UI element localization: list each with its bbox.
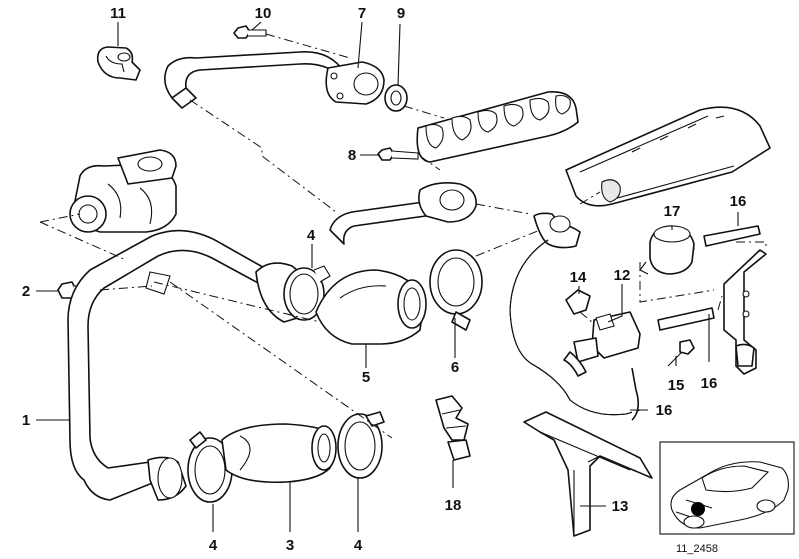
vacuum-line-right <box>723 249 767 375</box>
callout-4-lower-right: 4 <box>354 537 363 554</box>
egr-pipe-lower <box>329 182 477 245</box>
part-3-hose <box>221 423 337 484</box>
part-4-clamp-upper <box>255 262 331 323</box>
callouts: 11 10 7 9 8 2 4 1 5 6 14 12 17 16 16 15 … <box>22 5 747 554</box>
leader-lines <box>36 21 739 532</box>
part-18-clip <box>435 395 471 461</box>
callout-11: 11 <box>110 5 126 22</box>
reference-code: 11_2458 <box>676 543 718 555</box>
callout-6: 6 <box>451 359 459 376</box>
callout-18: 18 <box>445 497 462 514</box>
location-marker <box>691 502 705 516</box>
exhaust-manifold <box>416 91 579 163</box>
callout-5: 5 <box>362 369 370 386</box>
part-16-hose-upper <box>703 225 761 247</box>
callout-10: 10 <box>255 5 272 22</box>
callout-16-upper: 16 <box>730 193 747 210</box>
part-8-bolt <box>377 147 419 161</box>
callout-13: 13 <box>612 498 629 515</box>
intake-manifold <box>565 106 771 207</box>
part-11-hose-clip <box>96 46 141 81</box>
part-5-hose <box>315 269 427 345</box>
part-17-filter <box>639 225 695 275</box>
part-10-bolt <box>233 25 267 39</box>
callout-12: 12 <box>614 267 631 284</box>
part-6-hose-clamp <box>429 249 483 331</box>
callout-4-upper: 4 <box>307 227 316 244</box>
part-9-seal-ring <box>384 84 408 112</box>
callout-17: 17 <box>664 203 681 220</box>
callout-9: 9 <box>397 5 405 22</box>
part-15-screw <box>667 339 695 367</box>
part-14-connector <box>565 289 591 315</box>
callout-1: 1 <box>22 412 30 429</box>
part-16-hose-middle <box>657 307 715 331</box>
callout-15: 15 <box>668 377 685 394</box>
callout-16-lower: 16 <box>656 402 673 419</box>
callout-8: 8 <box>348 147 356 164</box>
vacuum-hose-long <box>509 212 641 416</box>
callout-14: 14 <box>570 269 587 286</box>
part-1-pressure-pipe <box>67 229 269 501</box>
callout-7: 7 <box>358 5 366 22</box>
turbocharger <box>69 149 177 233</box>
callout-3: 3 <box>286 537 294 554</box>
part-4-clamp-lower-right <box>337 411 385 479</box>
part-4-clamp-lower-left <box>187 431 233 503</box>
part-16-hose-lower <box>631 367 640 421</box>
callout-16-middle: 16 <box>701 375 718 392</box>
part-7-egr-pipe <box>164 51 385 109</box>
part-12-pressure-converter <box>563 311 641 377</box>
callout-2: 2 <box>22 283 30 300</box>
part-13-bracket <box>523 411 653 537</box>
assembly-lines <box>39 33 767 439</box>
vehicle-locator-inset: 11_2458 <box>659 441 795 555</box>
callout-4-lower-left: 4 <box>209 537 218 554</box>
